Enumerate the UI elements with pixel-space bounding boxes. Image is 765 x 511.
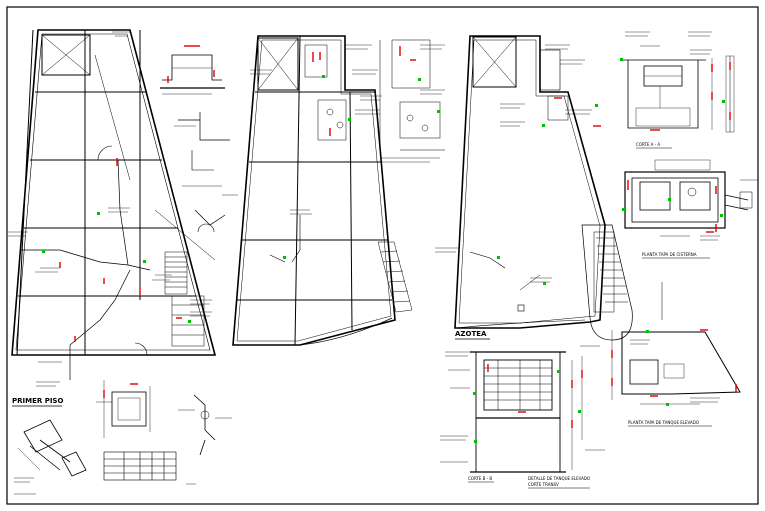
label-detalle-tanque: DETALLE DE TANQUE ELEVADO — [528, 476, 590, 481]
detail-isometric-left — [14, 419, 87, 483]
detail-planta-cisterna — [622, 159, 758, 241]
plan-primer-piso — [8, 29, 217, 380]
detail-pipe-mid — [174, 112, 238, 233]
misc-bottom-text — [14, 381, 196, 495]
detail-box-section — [96, 380, 151, 438]
plan-azotea — [435, 35, 633, 341]
sheet-border — [6, 6, 759, 505]
detail-table — [103, 451, 177, 481]
detail-corte-aa — [620, 31, 735, 133]
label-detalle-sub: CORTE TRANSV — [528, 482, 559, 487]
label-corte-bb: CORTE B - B — [468, 476, 492, 481]
label-azotea: AZOTEA — [455, 330, 487, 338]
label-corte-aa: CORTE A - A — [636, 142, 660, 147]
detail-valve-top — [160, 45, 225, 95]
label-planta-cisterna: PLANTA TAPA DE CISTERNA — [642, 252, 697, 257]
detail-planta-tanque — [611, 329, 741, 406]
label-primer-piso: PRIMER PISO — [12, 397, 63, 405]
plan-second-floor — [232, 35, 445, 346]
detail-valve-assembly — [178, 394, 232, 456]
detail-corte-bb — [440, 345, 605, 473]
label-planta-tanque: PLANTA TAPA DE TANQUE ELEVADO — [628, 420, 699, 425]
